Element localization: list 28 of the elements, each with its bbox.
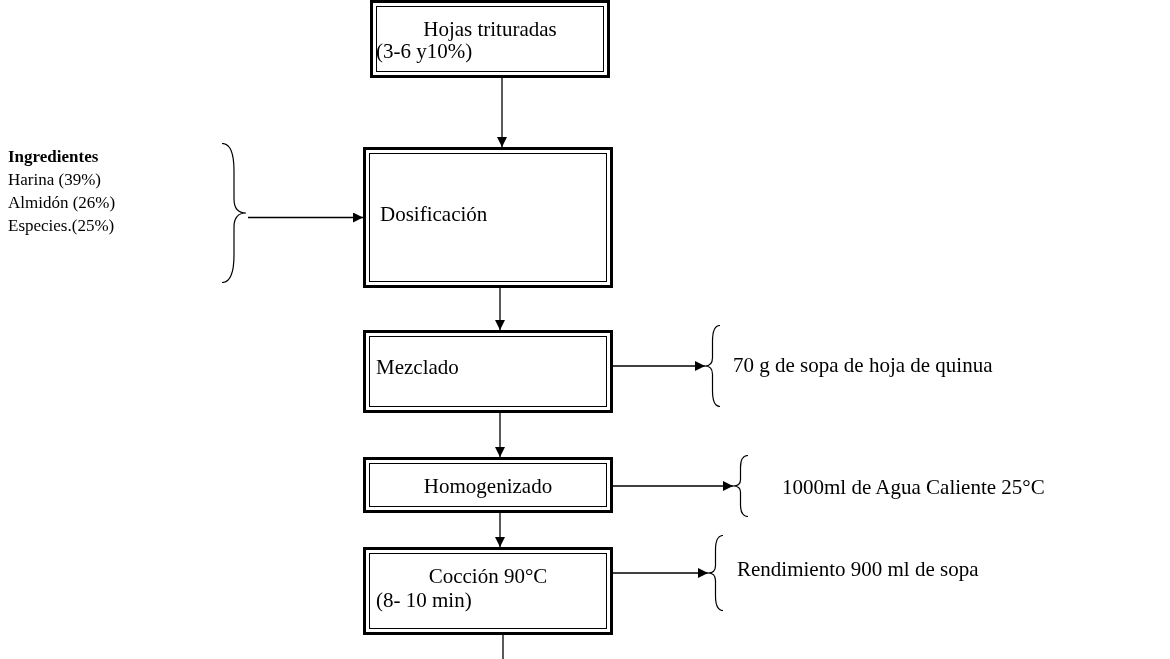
arrow xyxy=(495,287,505,331)
label-text: Cocción 90°C xyxy=(427,564,549,589)
arrow xyxy=(247,212,364,223)
process-box xyxy=(370,0,610,78)
label-text: Dosificación xyxy=(380,202,488,227)
arrow xyxy=(612,568,709,578)
label-text: Especies.(25%) xyxy=(8,216,115,236)
label-text: Mezclado xyxy=(376,355,459,380)
process-box xyxy=(363,457,613,513)
label-text: (8- 10 min) xyxy=(376,588,472,613)
connector-line xyxy=(502,634,504,659)
process-box xyxy=(363,147,613,288)
process-box xyxy=(363,330,613,413)
label-text: Harina (39%) xyxy=(8,170,101,190)
label-text: 70 g de sopa de hoja de quinua xyxy=(733,353,993,378)
label-text: Homogenizado xyxy=(422,474,554,499)
arrow xyxy=(495,412,505,458)
label-text: Almidón (26%) xyxy=(8,193,116,213)
arrow xyxy=(495,512,505,548)
label-text: 1000ml de Agua Caliente 25°C xyxy=(782,475,1045,500)
label-text: Rendimiento 900 ml de sopa xyxy=(737,557,979,582)
label-text: Hojas trituradas xyxy=(422,17,558,42)
heading: Ingredientes xyxy=(8,147,99,167)
arrow xyxy=(612,361,706,371)
arrow xyxy=(612,481,734,491)
text-block xyxy=(8,143,248,283)
process-box xyxy=(363,547,613,635)
arrow xyxy=(497,77,507,148)
